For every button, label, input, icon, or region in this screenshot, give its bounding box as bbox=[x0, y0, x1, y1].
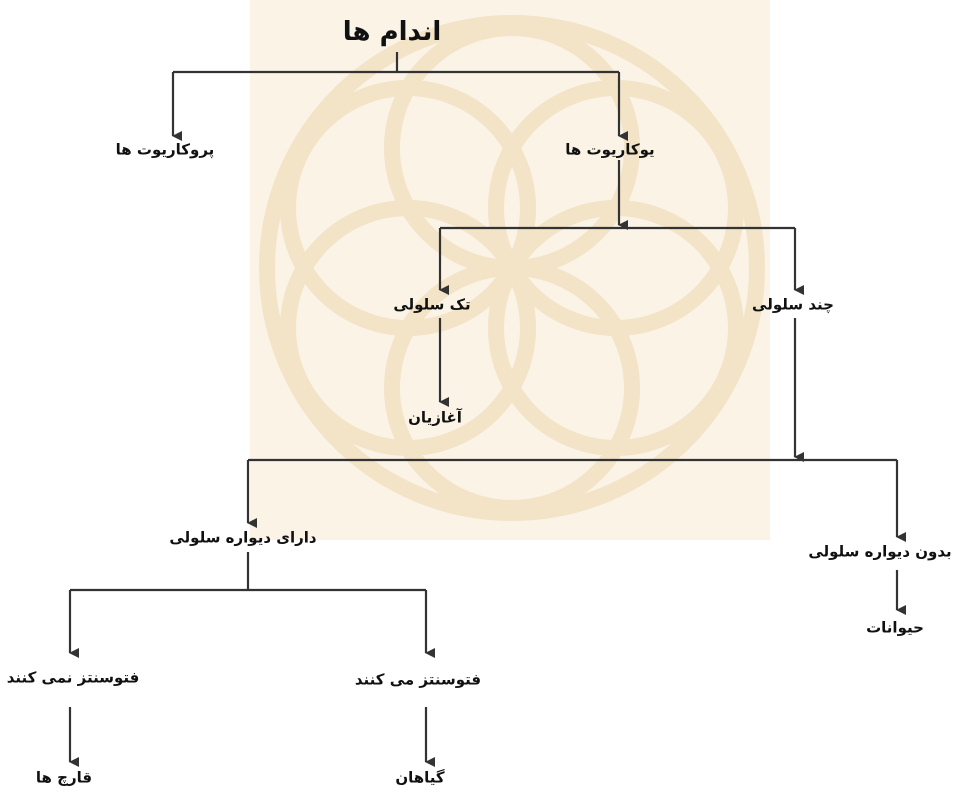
node-multicellular: چند سلولی bbox=[752, 295, 834, 314]
node-no-photosynthesis: فتوسنتز نمی کنند bbox=[6, 668, 140, 687]
node-with-cell-wall: دارای دیواره سلولی bbox=[169, 528, 317, 547]
node-fungi: قارچ ها bbox=[35, 768, 93, 787]
node-animals: حیوانات bbox=[866, 618, 924, 637]
node-prokaryotes: پروکاریوت ها bbox=[115, 140, 215, 159]
node-photosynthesis: فتوسنتز می کنند bbox=[354, 670, 482, 689]
node-without-cell-wall: بدون دیواره سلولی bbox=[808, 542, 952, 561]
watermark-center bbox=[502, 258, 522, 278]
node-organisms: اندام ها bbox=[342, 17, 442, 47]
node-unicellular: تک سلولی bbox=[393, 295, 471, 314]
node-protists: آغازیان bbox=[408, 408, 462, 427]
node-plants: گیاهان bbox=[395, 768, 445, 787]
node-eukaryotes: یوکاریوت ها bbox=[565, 140, 655, 159]
